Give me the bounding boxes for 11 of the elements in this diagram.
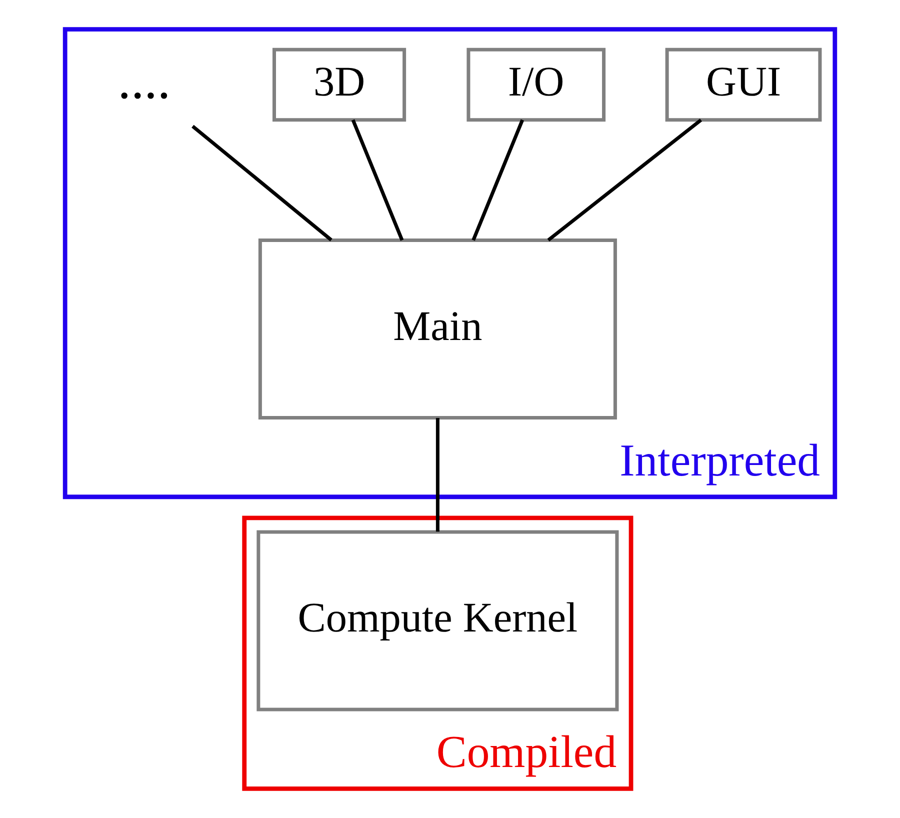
node-box: Compute Kernel: [256, 530, 619, 712]
connector: [192, 124, 332, 242]
node-box: I/O: [466, 48, 606, 122]
node-box: Main: [258, 238, 617, 420]
connector: [547, 118, 702, 242]
connector: [436, 418, 440, 532]
node-box: 3D: [272, 48, 406, 122]
node-box: GUI: [665, 48, 822, 122]
connector: [351, 119, 404, 241]
node-text: ....: [118, 52, 171, 110]
connector: [472, 119, 524, 241]
